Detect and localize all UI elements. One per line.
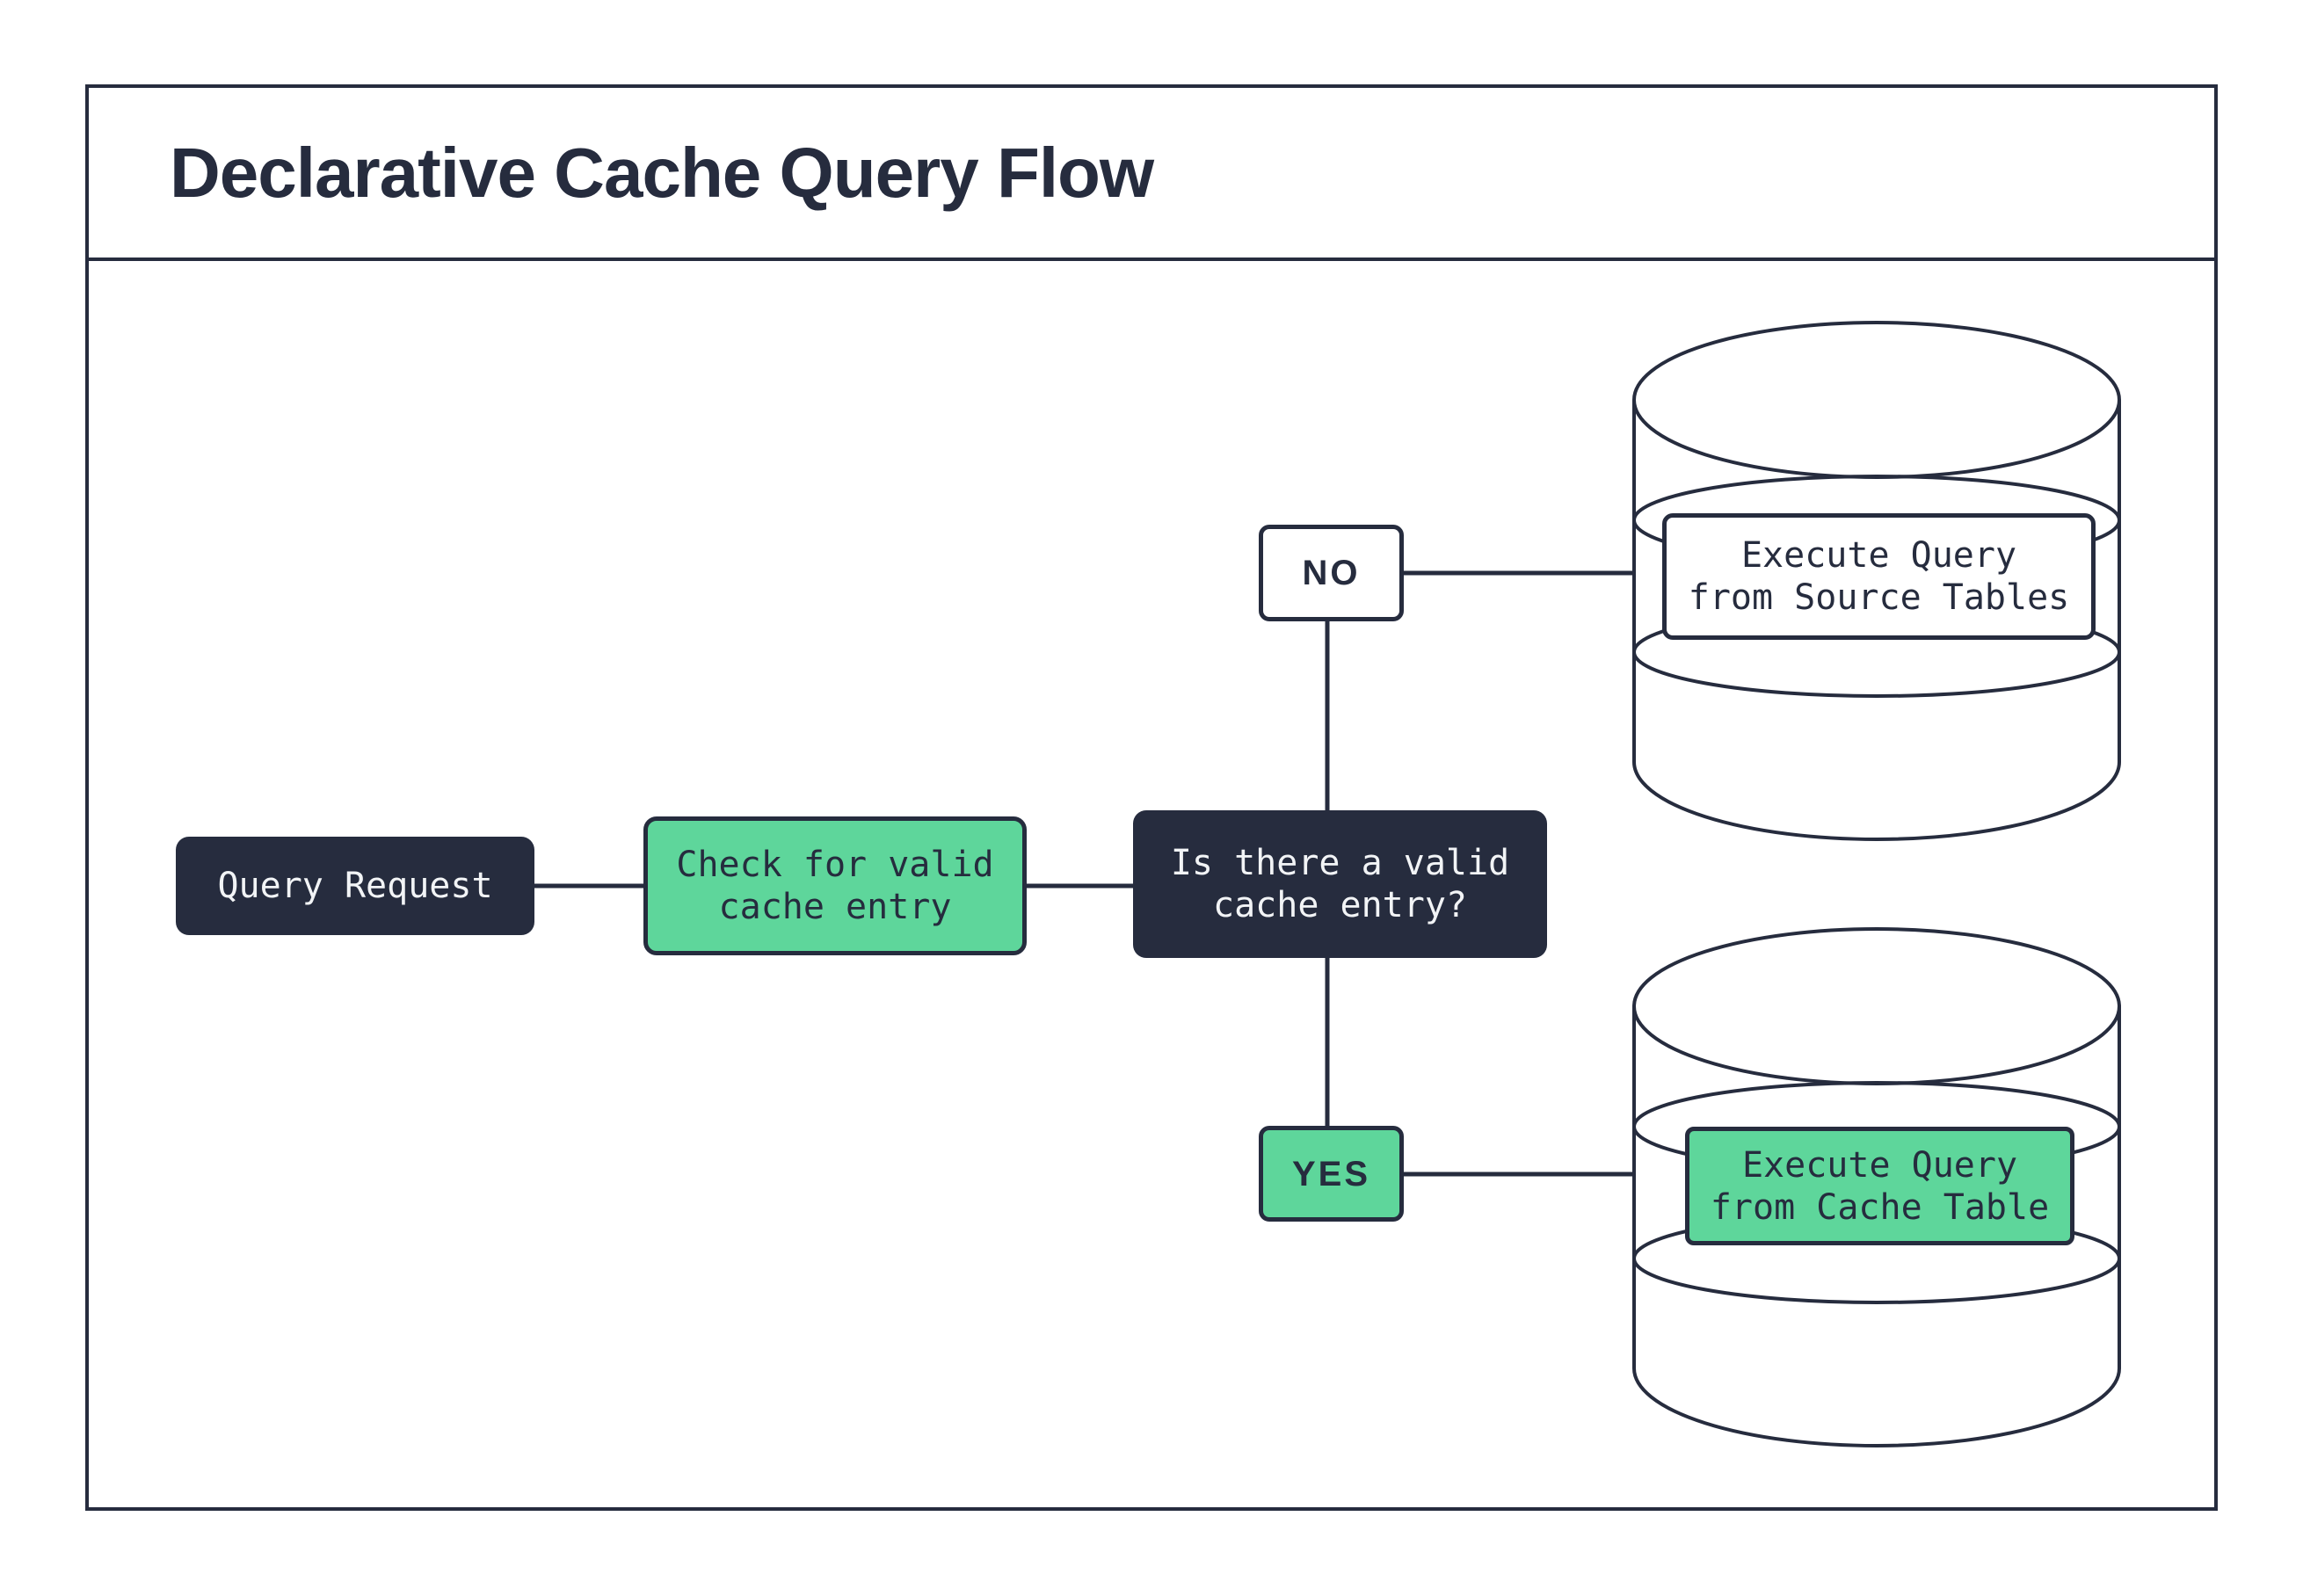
node-yes-branch: YES xyxy=(1259,1126,1404,1222)
node-decision-line2: cache entry? xyxy=(1213,885,1467,925)
node-execute-cache-line1: Execute Query xyxy=(1741,1144,2018,1186)
node-check-cache-line2: cache entry xyxy=(718,887,952,927)
node-execute-cache-line2: from Cache Table xyxy=(1710,1186,2050,1228)
node-decision: Is there a valid cache entry? xyxy=(1133,810,1547,958)
node-query-request-label: Query Request xyxy=(217,866,493,906)
node-check-cache: Check for valid cache entry xyxy=(643,816,1027,955)
node-no-branch: NO xyxy=(1259,525,1404,621)
node-check-cache-line1: Check for valid xyxy=(676,845,994,885)
node-execute-cache: Execute Query from Cache Table xyxy=(1685,1127,2074,1245)
node-yes-label: YES xyxy=(1291,1154,1371,1193)
node-query-request: Query Request xyxy=(176,837,534,935)
node-decision-line1: Is there a valid xyxy=(1170,843,1510,883)
node-no-label: NO xyxy=(1302,554,1361,592)
node-execute-source-line1: Execute Query xyxy=(1740,535,2017,576)
diagram-title: Declarative Cache Query Flow xyxy=(170,133,1154,212)
node-execute-source-line2: from Source Tables xyxy=(1688,577,2070,618)
node-execute-source: Execute Query from Source Tables xyxy=(1662,513,2096,640)
diagram-header: Declarative Cache Query Flow xyxy=(89,88,2214,261)
